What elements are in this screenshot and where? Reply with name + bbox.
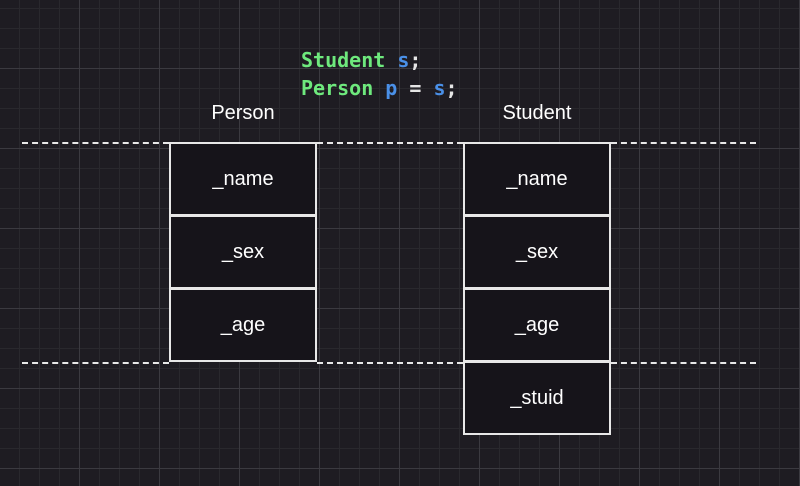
semicolon: ; [445,76,458,100]
student-field-sex: _sex [463,215,611,289]
code-line-assignment: Person p = s; [301,74,458,102]
slice-boundary-top-right [611,142,756,144]
person-type-keyword: Person [301,76,374,100]
slice-boundary-bottom-right [611,362,756,364]
person-class-title: Person [211,102,275,124]
person-object-layout: _name _sex _age [169,142,317,362]
slice-boundary-top-middle [317,142,463,144]
variable-p: p [385,76,398,100]
slice-boundary-bottom-middle [317,362,463,364]
code-line-declaration: Student s; [301,46,421,74]
semicolon: ; [409,48,422,72]
student-field-age: _age [463,288,611,362]
person-field-name: _name [169,142,317,216]
student-field-stuid: _stuid [463,361,611,435]
person-field-sex: _sex [169,215,317,289]
student-type-keyword: Student [301,48,386,72]
assign-operator: = [409,76,422,100]
slice-boundary-top-left [22,142,169,144]
variable-s-rhs: s [433,76,446,100]
variable-s: s [397,48,410,72]
student-object-layout: _name _sex _age _stuid [463,142,611,435]
student-class-title: Student [502,102,572,124]
person-field-age: _age [169,288,317,362]
slice-boundary-bottom-left [22,362,169,364]
student-field-name: _name [463,142,611,216]
